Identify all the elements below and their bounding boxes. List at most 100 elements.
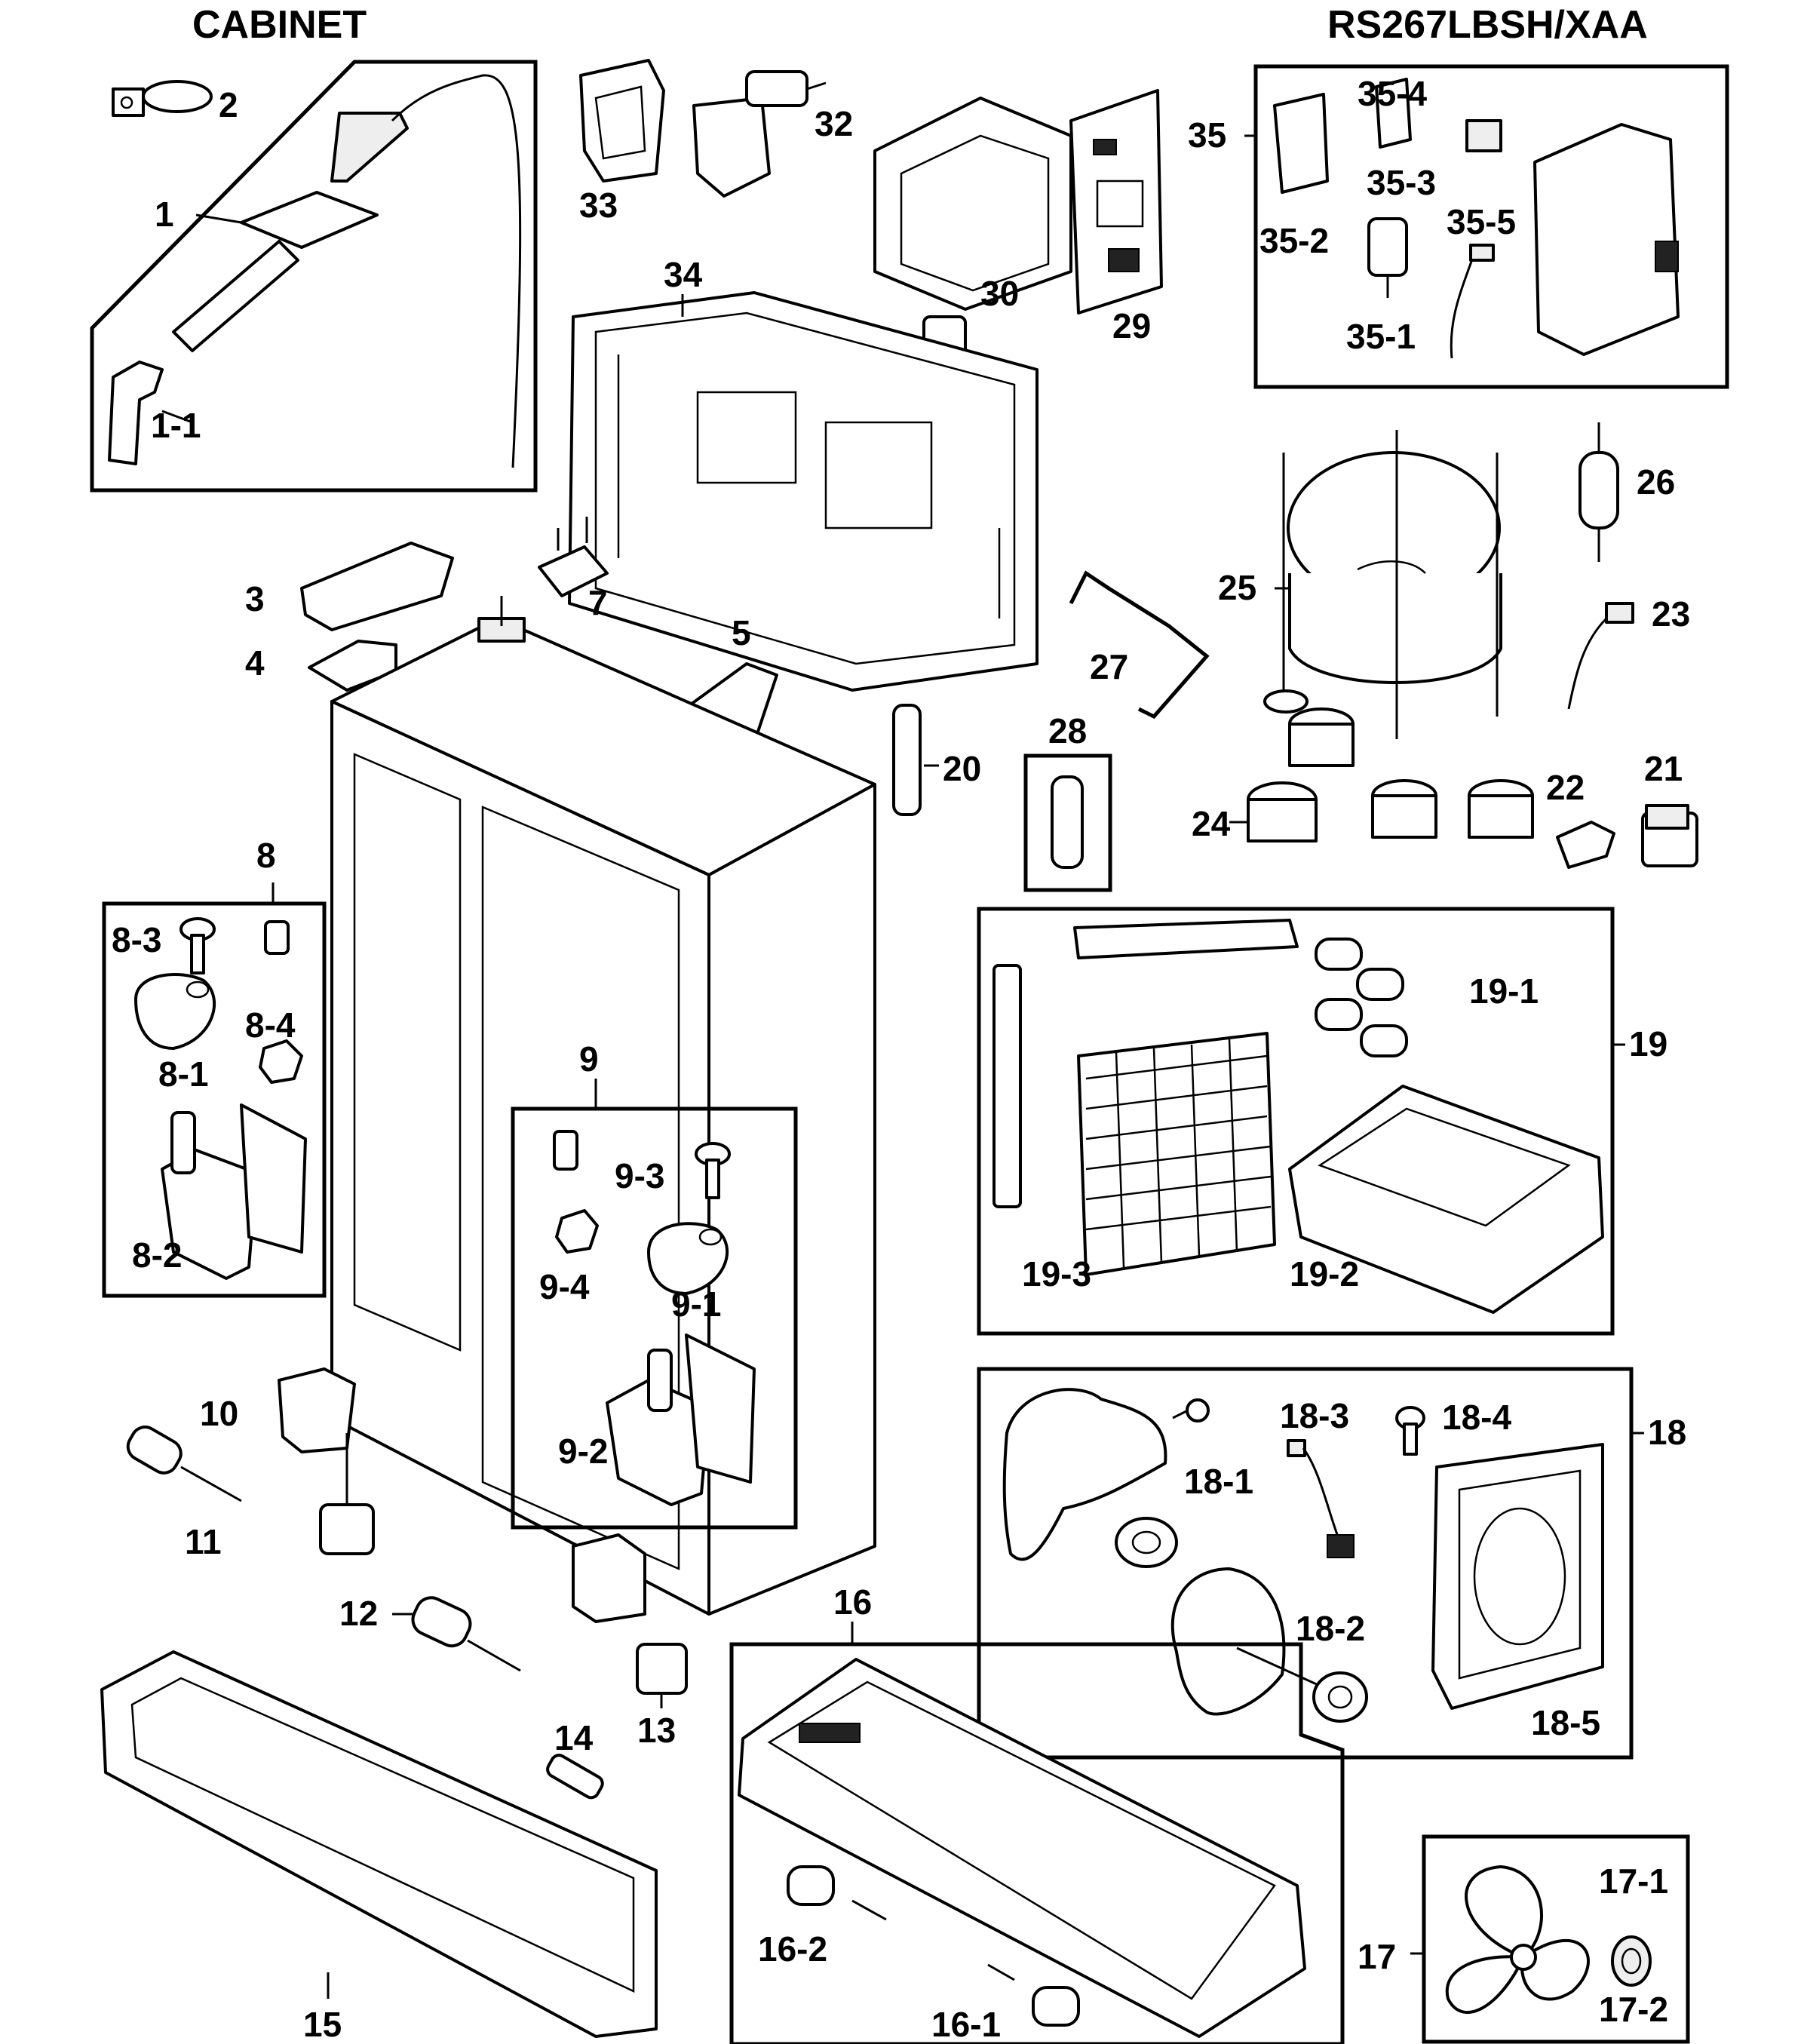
- label-19-3: 19-3: [1022, 1254, 1091, 1294]
- label-19: 19: [1629, 1024, 1667, 1063]
- label-22: 22: [1546, 768, 1585, 807]
- label-9-2: 9-2: [558, 1432, 608, 1471]
- label-11: 11: [185, 1522, 222, 1561]
- part-9-1-bushing[interactable]: [647, 1222, 729, 1295]
- part-18-3-harness[interactable]: [1287, 1439, 1355, 1558]
- label-16-1: 16-1: [931, 2005, 1001, 2044]
- part-30-cover[interactable]: [873, 97, 1072, 311]
- part-20-pin[interactable]: [892, 704, 922, 816]
- label-13: 13: [637, 1711, 676, 1750]
- part-35-1-capacitor[interactable]: [1367, 217, 1408, 298]
- part-7-bracket[interactable]: [538, 517, 609, 597]
- part-32-valve[interactable]: [692, 70, 827, 198]
- part-17-1-fan-blade[interactable]: [1445, 1865, 1590, 2014]
- part-19-top-bracket[interactable]: [1073, 919, 1299, 959]
- label-18: 18: [1648, 1413, 1686, 1452]
- part-9-4-nut[interactable]: [555, 1209, 599, 1254]
- part-16-panel: [729, 1642, 1345, 2044]
- part-18-2-grommet[interactable]: [1312, 1671, 1368, 1723]
- label-9-1: 9-1: [671, 1284, 721, 1324]
- label-3: 3: [245, 579, 265, 618]
- part-3-cover[interactable]: [300, 542, 454, 631]
- label-17: 17: [1358, 1937, 1396, 1976]
- label-18-4: 18-4: [1442, 1398, 1511, 1437]
- part-16-2-roller[interactable]: [787, 1865, 887, 1921]
- label-16: 16: [833, 1582, 872, 1622]
- part-26-drier[interactable]: [1578, 422, 1619, 562]
- part-8-1-bushing[interactable]: [134, 973, 216, 1050]
- label-21: 21: [1644, 749, 1683, 788]
- part-29-pcb[interactable]: [1069, 89, 1163, 315]
- part-2-clamp[interactable]: [112, 80, 213, 117]
- part-9-3-screw[interactable]: [695, 1142, 731, 1199]
- part-18-1-grommet[interactable]: [1115, 1517, 1178, 1568]
- label-9-3: 9-3: [615, 1156, 664, 1195]
- part-25-compressor[interactable]: [1282, 430, 1502, 739]
- label-4: 4: [245, 643, 265, 683]
- label-26: 26: [1637, 462, 1675, 502]
- part-21-relay[interactable]: [1641, 804, 1698, 867]
- part-19-side-rail[interactable]: [993, 964, 1022, 1208]
- part-18-screw[interactable]: [1172, 1398, 1210, 1423]
- label-2: 2: [219, 85, 238, 124]
- part-35-3-plate[interactable]: [1375, 78, 1412, 149]
- part-35-4-relay[interactable]: [1465, 119, 1502, 152]
- part-33-bracket[interactable]: [579, 59, 665, 183]
- part-18-5-bracket[interactable]: [1431, 1443, 1604, 1710]
- label-35-3: 35-3: [1367, 163, 1436, 202]
- part-11-roller[interactable]: [123, 1422, 242, 1502]
- label-8: 8: [256, 836, 276, 875]
- label-28: 28: [1048, 711, 1087, 750]
- label-8-4: 8-4: [245, 1005, 296, 1045]
- part-19-2-tray[interactable]: [1288, 1085, 1604, 1314]
- label-34: 34: [664, 255, 703, 294]
- part-19-3-coil[interactable]: [1077, 1032, 1276, 1276]
- part-8-2-hinge[interactable]: [161, 1103, 307, 1280]
- part-27-wire-bracket[interactable]: [1069, 570, 1210, 720]
- part-28-pin-box: [1023, 753, 1112, 892]
- label-23: 23: [1652, 594, 1690, 634]
- part-8-spring[interactable]: [264, 920, 290, 955]
- part-4-hinge[interactable]: [308, 640, 397, 692]
- part-35-2-plate[interactable]: [1273, 93, 1329, 194]
- part-1-panel: [90, 60, 538, 493]
- part-14-fitting[interactable]: [545, 1753, 605, 1800]
- part-18-panel: [977, 1367, 1634, 1760]
- part-12-roller[interactable]: [408, 1593, 521, 1672]
- label-5: 5: [732, 613, 751, 652]
- part-18-4-screw[interactable]: [1395, 1406, 1425, 1456]
- part-19-1-bushings[interactable]: [1315, 938, 1408, 1057]
- part-9-2-hinge[interactable]: [606, 1334, 756, 1506]
- part-35-box[interactable]: [1533, 123, 1680, 356]
- part-16-1-roller[interactable]: [987, 1963, 1080, 2027]
- part-8-4-nut[interactable]: [259, 1039, 303, 1084]
- part-1-sensor-bracket[interactable]: [172, 74, 522, 468]
- label-1-1: 1-1: [151, 406, 201, 445]
- part-22-clip[interactable]: [1556, 821, 1615, 869]
- part-leveling-foot[interactable]: [319, 1433, 375, 1555]
- label-8-1: 8-1: [158, 1054, 208, 1094]
- part-28-pin[interactable]: [1051, 775, 1084, 869]
- label-8-2: 8-2: [132, 1235, 182, 1275]
- label-19-1: 19-1: [1469, 971, 1539, 1011]
- part-19-panel: [977, 907, 1615, 1336]
- part-18-cover[interactable]: [1002, 1388, 1167, 1561]
- label-16-2: 16-2: [758, 1929, 827, 1969]
- part-23-harness[interactable]: [1567, 602, 1634, 710]
- part-35-5-cable[interactable]: [1450, 244, 1495, 359]
- part-1-1-tube[interactable]: [108, 361, 164, 465]
- part-cabinet-body[interactable]: [330, 617, 876, 1616]
- part-34-back-cover[interactable]: [568, 291, 1039, 692]
- part-17-2-spring[interactable]: [1611, 1935, 1652, 1987]
- label-35: 35: [1188, 115, 1226, 155]
- part-18-motor[interactable]: [1170, 1567, 1321, 1716]
- part-16-base-plate[interactable]: [738, 1658, 1306, 2038]
- part-9-spring[interactable]: [553, 1130, 578, 1171]
- label-18-1: 18-1: [1184, 1462, 1253, 1501]
- part-10-bracket[interactable]: [278, 1367, 356, 1453]
- part-15-base-cover[interactable]: [100, 1650, 658, 2038]
- label-17-2: 17-2: [1599, 1990, 1668, 2029]
- part-24-grommets[interactable]: [1247, 689, 1534, 842]
- part-8-3-screw[interactable]: [179, 917, 216, 974]
- label-35-5: 35-5: [1447, 202, 1516, 241]
